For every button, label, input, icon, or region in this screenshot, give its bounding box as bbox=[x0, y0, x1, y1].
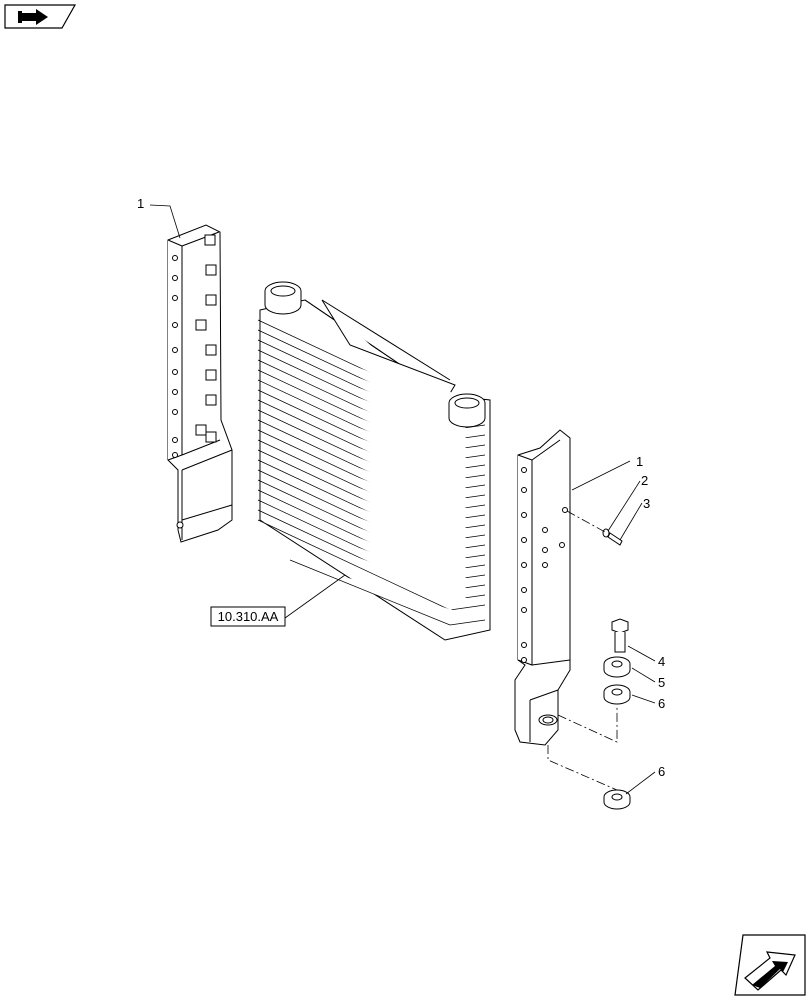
reference-callout-box[interactable]: 10.310.AA bbox=[210, 606, 286, 627]
reference-label: 10.310.AA bbox=[218, 609, 279, 624]
bolt-part-4 bbox=[611, 618, 629, 653]
callout-4: 4 bbox=[658, 654, 665, 669]
washer-part-6-lower bbox=[603, 789, 631, 810]
cooler-core bbox=[257, 281, 491, 641]
right-mounting-bracket bbox=[514, 429, 571, 746]
callout-1-left: 1 bbox=[137, 196, 144, 211]
washer-part-6-upper bbox=[603, 684, 631, 705]
forward-arrow-icon[interactable] bbox=[4, 4, 77, 29]
bushing-part-5 bbox=[603, 656, 631, 678]
callout-2: 2 bbox=[641, 473, 648, 488]
screw-part-3 bbox=[607, 532, 623, 546]
next-page-arrow-icon[interactable] bbox=[734, 934, 806, 996]
left-mounting-bracket bbox=[167, 224, 233, 543]
callout-5: 5 bbox=[658, 675, 665, 690]
callout-3: 3 bbox=[643, 496, 650, 511]
washer-part-2 bbox=[602, 528, 610, 538]
callout-6-lower: 6 bbox=[658, 764, 665, 779]
callout-6-upper: 6 bbox=[658, 696, 665, 711]
callout-1-right: 1 bbox=[636, 454, 643, 469]
